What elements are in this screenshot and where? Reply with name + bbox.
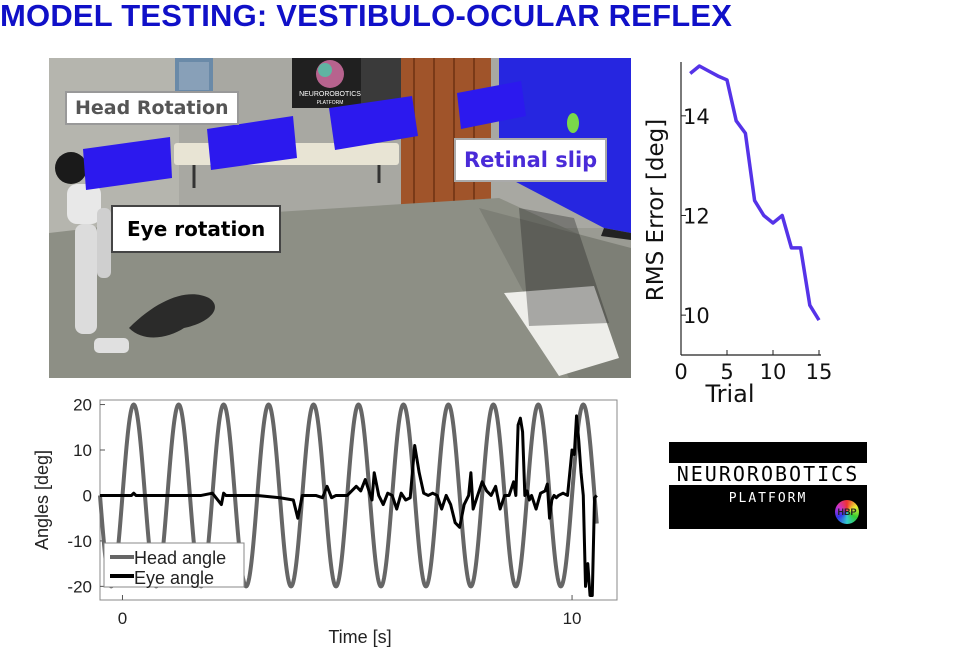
robot-legs [75, 224, 97, 334]
rms-x-tick-label: 5 [720, 360, 733, 384]
neurorobotics-logo: NEUROROBOTICS PLATFORM HBP [669, 442, 867, 529]
blue-bar-1 [83, 137, 172, 190]
rms-ticks: 0 5 10 15 10 12 14 [674, 105, 832, 384]
eye-angle-line [100, 414, 598, 597]
angles-y-tick-label: 10 [73, 441, 92, 460]
legend-eye-label: Eye angle [134, 568, 214, 588]
rms-y-tick-label: 12 [683, 204, 710, 228]
head-angle-line [98, 402, 599, 589]
rms-axes [680, 62, 821, 356]
logo-sub-text: PLATFORM [728, 491, 808, 506]
angles-y-tick-label: 20 [73, 396, 92, 415]
poster-subtext: PLATFORM [317, 100, 344, 106]
angles-y-tick-label: 0 [83, 486, 92, 505]
angles-y-tick-label: -10 [67, 532, 92, 551]
logo-main-text: NEUROROBOTICS [676, 462, 860, 486]
legend-head-label: Head angle [134, 548, 226, 568]
poster-text: NEUROROBOTICS [299, 91, 361, 98]
robot-shadow [129, 294, 215, 338]
simulation-scene: NEUROROBOTICS PLATFORM [49, 58, 631, 378]
angles-plot-area [99, 399, 618, 601]
angles-x-tick-label: 0 [118, 609, 127, 628]
page-title: MODEL TESTING: VESTIBULO-OCULAR REFLEX [0, 0, 733, 33]
rms-x-tick-label: 0 [674, 360, 687, 384]
angles-legend: Head angle Eye angle [103, 542, 245, 588]
rms-points [690, 66, 819, 320]
head-rotation-label: Head Rotation [65, 91, 239, 125]
rms-x-axis-label: Trial [704, 380, 754, 408]
rms-y-tick-label: 14 [683, 105, 710, 129]
blue-bar-4 [457, 81, 526, 129]
rms-error-line [689, 64, 821, 322]
angles-x-tick-label: 10 [563, 609, 582, 628]
legend-box [103, 542, 245, 588]
screen-base [504, 286, 619, 376]
angles-y-tick-label: -20 [67, 577, 92, 596]
angles-y-axis-label: Angles [deg] [32, 450, 52, 550]
retinal-slip-label: Retinal slip [454, 138, 608, 182]
robot-head [55, 152, 87, 184]
robot-torso [67, 184, 101, 224]
hbp-badge-icon: HBP [835, 500, 859, 524]
target-dot [567, 113, 579, 133]
eye-rotation-label: Eye rotation [111, 205, 282, 253]
blue-bar-3 [329, 96, 418, 150]
rms-y-tick-label: 10 [683, 304, 710, 328]
angles-ticks: 20 10 0 -10 -20 0 10 [67, 396, 581, 628]
rms-x-tick-label: 10 [760, 360, 787, 384]
blue-bar-2 [207, 116, 297, 170]
rms-x-tick-label: 15 [806, 360, 833, 384]
rms-y-axis-label: RMS Error [deg] [643, 119, 669, 301]
angles-x-axis-label: Time [s] [328, 627, 391, 647]
